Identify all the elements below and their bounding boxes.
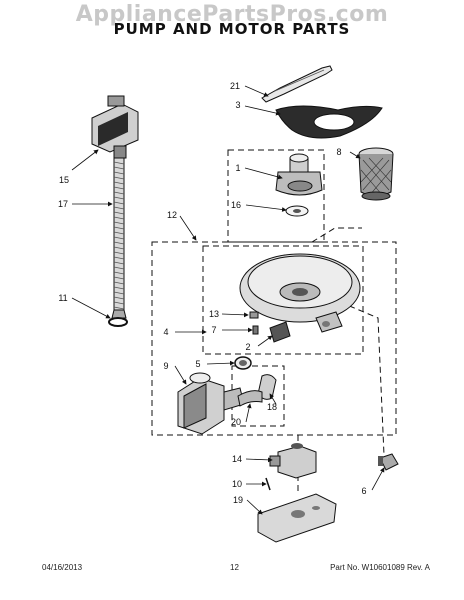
callout-5: 5 xyxy=(195,359,200,369)
footer-date: 04/16/2013 xyxy=(42,563,83,572)
callout-17: 17 xyxy=(58,199,68,209)
sump-outline xyxy=(151,241,397,436)
drain-hose-part xyxy=(111,157,127,319)
page-title: PUMP AND MOTOR PARTS xyxy=(113,20,351,38)
callout-16: 16 xyxy=(231,200,241,210)
bracket-part xyxy=(257,493,337,543)
callout-14: 14 xyxy=(232,454,242,464)
assembly-outlines xyxy=(151,149,397,492)
hose-clamp-part xyxy=(108,317,128,327)
footer-part-number: Part No. W10601089 Rev. A xyxy=(330,563,430,572)
spray-arm-part xyxy=(261,65,333,103)
callout-7: 7 xyxy=(211,325,216,335)
callout-4: 4 xyxy=(163,327,168,337)
callout-1: 1 xyxy=(235,163,240,173)
watermark: AppliancePartsPros.com xyxy=(75,2,389,27)
hose-elbow-part xyxy=(237,374,277,407)
callout-13: 13 xyxy=(209,309,219,319)
drain-link xyxy=(339,301,385,456)
callout-3: 3 xyxy=(235,100,240,110)
filter-link xyxy=(311,227,362,243)
callout-2: 2 xyxy=(245,342,250,352)
callout-8: 8 xyxy=(336,147,341,157)
mesh-filter-part xyxy=(358,147,394,201)
leader-lines xyxy=(71,85,385,515)
callout-9: 9 xyxy=(163,361,168,371)
footer-page-number: 12 xyxy=(230,563,239,572)
callout-19: 19 xyxy=(233,495,243,505)
callout-12: 12 xyxy=(167,210,177,220)
small-parts xyxy=(249,311,291,343)
sump-part xyxy=(239,253,361,333)
callout-20: 20 xyxy=(231,417,241,427)
callout-21: 21 xyxy=(230,81,240,91)
pump-motor-part xyxy=(177,372,245,435)
callout-10: 10 xyxy=(232,479,242,489)
filter-plate-part xyxy=(275,105,383,139)
seal-ring-part xyxy=(285,205,309,217)
callout-18: 18 xyxy=(267,402,277,412)
diverter-valve-part xyxy=(265,443,317,491)
callout-11: 11 xyxy=(58,293,67,303)
sump-inner-outline xyxy=(202,245,364,355)
pump-outline xyxy=(227,149,325,243)
connector-part xyxy=(378,453,399,471)
callout-6: 6 xyxy=(361,486,366,496)
motor-seal-part xyxy=(234,356,252,370)
callout-15: 15 xyxy=(59,175,69,185)
pump-housing-part xyxy=(275,153,323,196)
drain-valve-part xyxy=(91,95,139,159)
